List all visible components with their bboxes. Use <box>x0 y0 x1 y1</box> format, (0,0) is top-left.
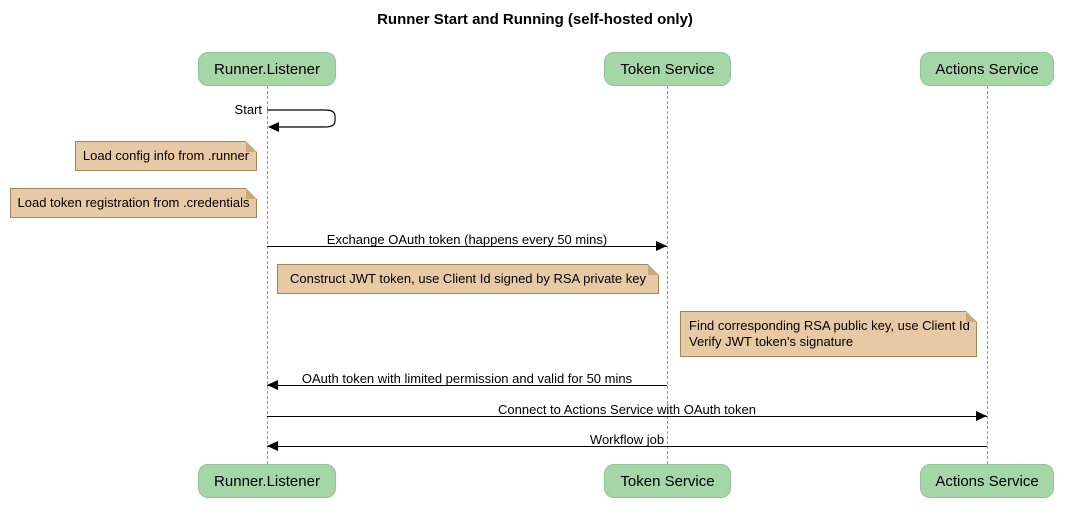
participant-label: Actions Service <box>935 472 1039 490</box>
participant-label: Token Service <box>620 60 715 78</box>
participant-actions-service-bottom: Actions Service <box>920 464 1054 498</box>
arrowhead-left-icon <box>267 441 278 451</box>
note-load-token-registration: Load token registration from .credential… <box>10 188 257 218</box>
lifeline-runner-listener <box>266 86 268 464</box>
message-label-exchange-oauth: Exchange OAuth token (happens every 50 m… <box>326 232 608 247</box>
arrowhead-left-icon <box>267 380 278 390</box>
note-text: Load config info from .runner <box>82 148 250 163</box>
participant-runner-listener-bottom: Runner.Listener <box>198 464 336 498</box>
lifeline-token-service <box>666 86 668 464</box>
message-label-workflow-job: Workflow job <box>589 432 665 447</box>
note-fold-icon <box>966 311 977 322</box>
arrowhead-right-icon <box>656 241 667 251</box>
message-label-connect-actions: Connect to Actions Service with OAuth to… <box>498 402 756 417</box>
participant-label: Actions Service <box>935 60 1039 78</box>
participant-runner-listener-top: Runner.Listener <box>198 52 336 86</box>
message-label-oauth-return: OAuth token with limited permission and … <box>301 371 633 386</box>
note-fold-icon <box>246 188 257 199</box>
message-line-workflow-job <box>267 446 987 447</box>
note-construct-jwt: Construct JWT token, use Client Id signe… <box>277 264 659 294</box>
note-verify-jwt: Find corresponding RSA public key, use C… <box>680 311 977 357</box>
participant-label: Token Service <box>620 472 715 490</box>
note-text: Construct JWT token, use Client Id signe… <box>290 271 646 286</box>
note-text-line-1: Find corresponding RSA public key, use C… <box>689 318 970 333</box>
self-message-arrow <box>267 109 336 132</box>
arrowhead-right-icon <box>976 411 987 421</box>
note-text: Load token registration from .credential… <box>17 195 250 210</box>
participant-label: Runner.Listener <box>214 60 320 78</box>
note-fold-icon <box>246 141 257 152</box>
note-fold-icon <box>648 264 659 275</box>
diagram-title: Runner Start and Running (self-hosted on… <box>377 11 693 28</box>
message-label-start: Start <box>234 102 262 117</box>
note-load-config: Load config info from .runner <box>75 141 257 171</box>
message-line-exchange-oauth <box>267 246 667 247</box>
participant-token-service-bottom: Token Service <box>604 464 731 498</box>
message-line-connect-actions <box>267 416 987 417</box>
note-text-line-2: Verify JWT token's signature <box>689 334 854 349</box>
participant-token-service-top: Token Service <box>604 52 731 86</box>
message-line-oauth-return <box>267 385 667 386</box>
participant-actions-service-top: Actions Service <box>920 52 1054 86</box>
participant-label: Runner.Listener <box>214 472 320 490</box>
lifeline-actions-service <box>986 86 988 464</box>
